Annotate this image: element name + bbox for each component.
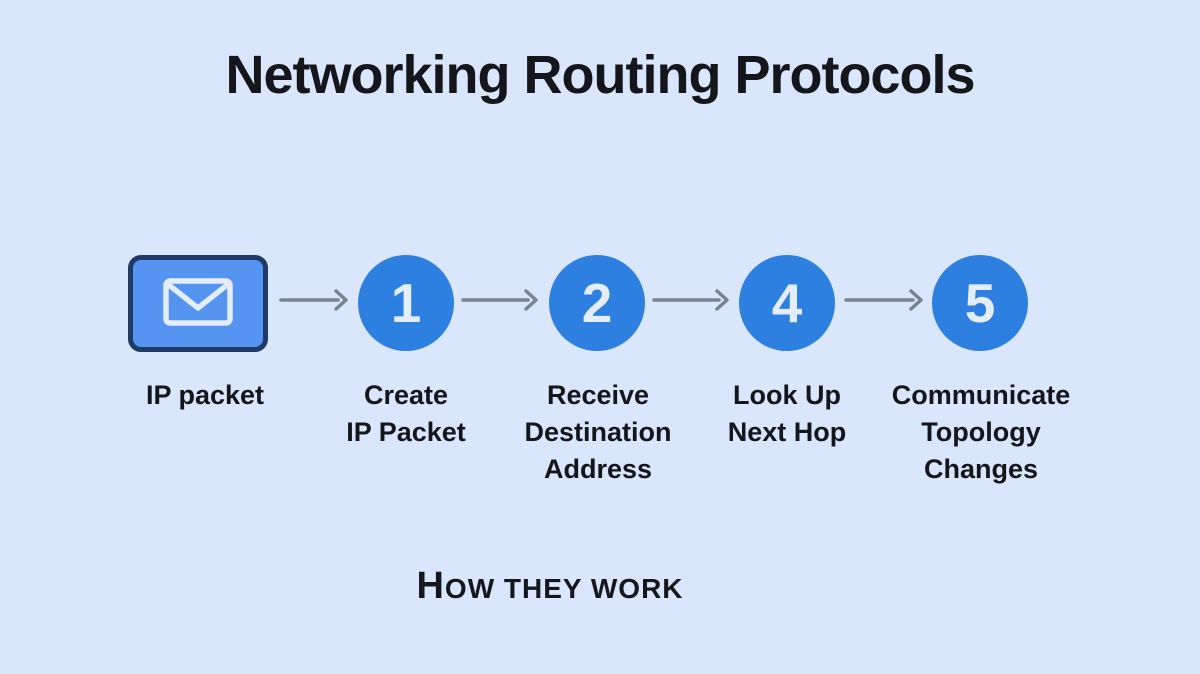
flow-arrow (461, 289, 538, 311)
step-number: 1 (390, 272, 422, 334)
step-number: 5 (964, 272, 996, 334)
flow-arrow (844, 289, 923, 311)
envelope-icon (156, 270, 240, 337)
step-number: 4 (771, 272, 803, 334)
step-number: 2 (581, 272, 613, 334)
ip-packet-label: IP packet (145, 380, 265, 410)
subtitle-rest: ow they work (444, 573, 684, 604)
flow-arrow (279, 289, 348, 311)
flow-arrow (652, 289, 729, 311)
ip-packet-card (128, 255, 268, 352)
step-circle-1: 1 (358, 255, 454, 351)
page-title: Networking Routing Protocols (225, 45, 976, 105)
step-label-4: Look Up Next Hop (727, 380, 847, 447)
step-circle-2: 2 (549, 255, 645, 351)
subtitle-initial: H (416, 565, 445, 607)
subtitle: How they work (50, 565, 1050, 608)
step-label-5: Communicate Topology Changes (891, 380, 1071, 484)
step-circle-4: 4 (739, 255, 835, 351)
step-label-2: Receive Destination Address (524, 380, 672, 484)
step-label-1: Create IP Packet (346, 380, 466, 447)
step-circle-5: 5 (932, 255, 1028, 351)
